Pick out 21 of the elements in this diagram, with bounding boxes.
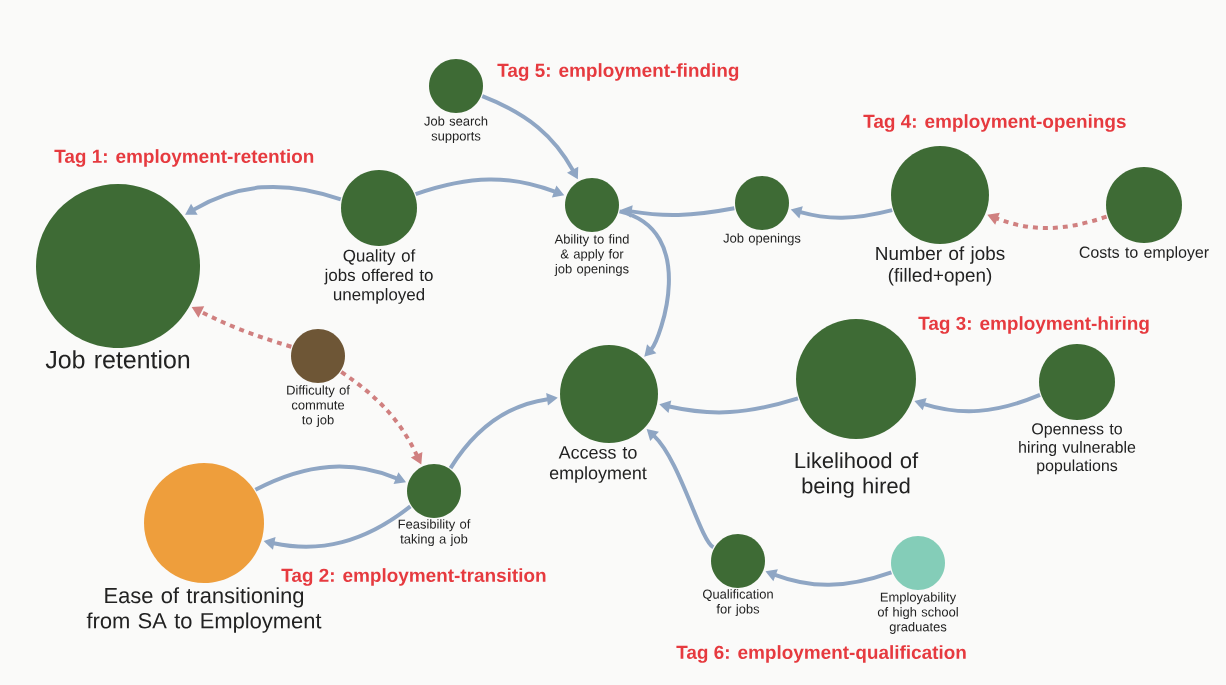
node-label: Likelihood of being hired [795, 452, 919, 498]
node-label: Job retention [45, 350, 190, 369]
tag-label: Tag 3: employment-hiring [918, 316, 1149, 334]
tag-label: Tag 4: employment-openings [863, 114, 1126, 132]
node-label: Employability of high school graduates [877, 592, 958, 634]
tag-label: Tag 6: employment-qualification [676, 645, 966, 663]
arrow [618, 209, 671, 357]
node-label: Openness to hiring vulnerable populations [1019, 423, 1136, 475]
tag-label: Tag 1: employment-retention [54, 149, 314, 167]
node-label: Job openings [723, 233, 801, 246]
node-label: Number of jobs (filled+open) [876, 246, 1005, 286]
node-label: Access to employment [549, 446, 647, 483]
node-label: Quality of jobs offered to unemployed [324, 249, 433, 304]
node-label: Costs to employer [1079, 246, 1209, 262]
node-label: Ability to find & apply for job openings [554, 234, 629, 276]
node-label: Job search supports [424, 116, 488, 144]
node-label: Feasibility of taking a job [398, 519, 471, 547]
node-label: Difficulty of commute to job [287, 385, 350, 427]
node-label: Qualification for jobs [703, 589, 773, 617]
node-label: Ease of transitioning from SA to Employment [86, 587, 322, 633]
tag-label: Tag 2: employment-transition [281, 568, 546, 586]
